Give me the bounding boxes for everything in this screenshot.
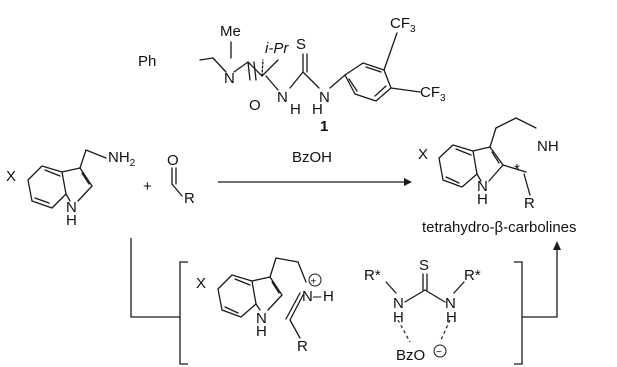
product-x-label: X xyxy=(418,146,428,163)
iminium-h-label: H xyxy=(323,288,334,305)
thiourea-n2-label: N xyxy=(319,89,330,106)
intermediate-x-label: X xyxy=(196,275,206,292)
intermediate-structure xyxy=(217,257,307,339)
complex-n-right: N xyxy=(445,295,456,312)
product-name: tetrahydro-β-carbolines xyxy=(422,219,577,236)
carbonyl-o-label: O xyxy=(249,97,261,114)
thiourea-complex xyxy=(385,273,465,343)
product-r-label: R xyxy=(524,195,535,212)
aldehyde-r-label: R xyxy=(184,190,195,207)
product-structure xyxy=(438,117,537,196)
methyl-label: Me xyxy=(220,23,241,40)
thiourea-n1-label: N xyxy=(277,89,288,106)
product-nh-label: NH xyxy=(537,138,559,155)
stereocenter-star: * xyxy=(514,161,520,178)
aldehyde-structure xyxy=(171,167,183,197)
isopropyl-label: i-Pr xyxy=(265,40,289,57)
product-n-label: N xyxy=(477,178,488,195)
amine-label: NH2 xyxy=(108,149,136,169)
minus-charge-circle xyxy=(433,344,447,358)
reaction-arrowhead xyxy=(404,178,412,186)
cf3-bottom-label: CF3 xyxy=(420,84,446,104)
complex-s-label: S xyxy=(419,257,429,274)
benzoate-label: BzO xyxy=(396,347,425,364)
plus-sign: + xyxy=(143,178,152,195)
thiocarbonyl-s-label: S xyxy=(296,36,306,53)
tryptamine-n-label: N xyxy=(66,199,77,216)
intermediate-indole-h: H xyxy=(256,323,267,340)
complex-rstar-right: R* xyxy=(464,267,481,284)
intermediate-brackets xyxy=(179,261,523,365)
catalyst-structure xyxy=(199,32,421,102)
tryptamine-h-label: H xyxy=(66,212,77,229)
complex-n-left: N xyxy=(393,295,404,312)
iminium-dash: – xyxy=(313,288,322,305)
complex-h-right: H xyxy=(446,309,457,326)
thiourea-h2-label: H xyxy=(312,101,323,118)
phenyl-label: Ph xyxy=(138,53,156,70)
complex-h-left: H xyxy=(393,309,404,326)
thiourea-h1-label: H xyxy=(290,101,301,118)
cf3-top-label: CF3 xyxy=(390,15,416,35)
reagent-label: BzOH xyxy=(292,149,332,166)
intermediate-indole-n: N xyxy=(256,310,267,327)
intermediate-r-label: R xyxy=(297,338,308,355)
plus-charge: + xyxy=(311,277,317,288)
tryptamine-x-label: X xyxy=(6,168,16,185)
product-h-label: H xyxy=(477,191,488,208)
amide-n-label: N xyxy=(224,70,235,87)
plus-charge-circle xyxy=(308,273,322,287)
aldehyde-o-label: O xyxy=(167,152,179,169)
tryptamine-structure xyxy=(27,149,107,209)
cycle-connector xyxy=(130,238,561,318)
complex-rstar-left: R* xyxy=(364,267,381,284)
minus-charge: − xyxy=(436,347,442,358)
iminium-n-label: N xyxy=(302,288,313,305)
catalyst-number: 1 xyxy=(320,118,328,135)
